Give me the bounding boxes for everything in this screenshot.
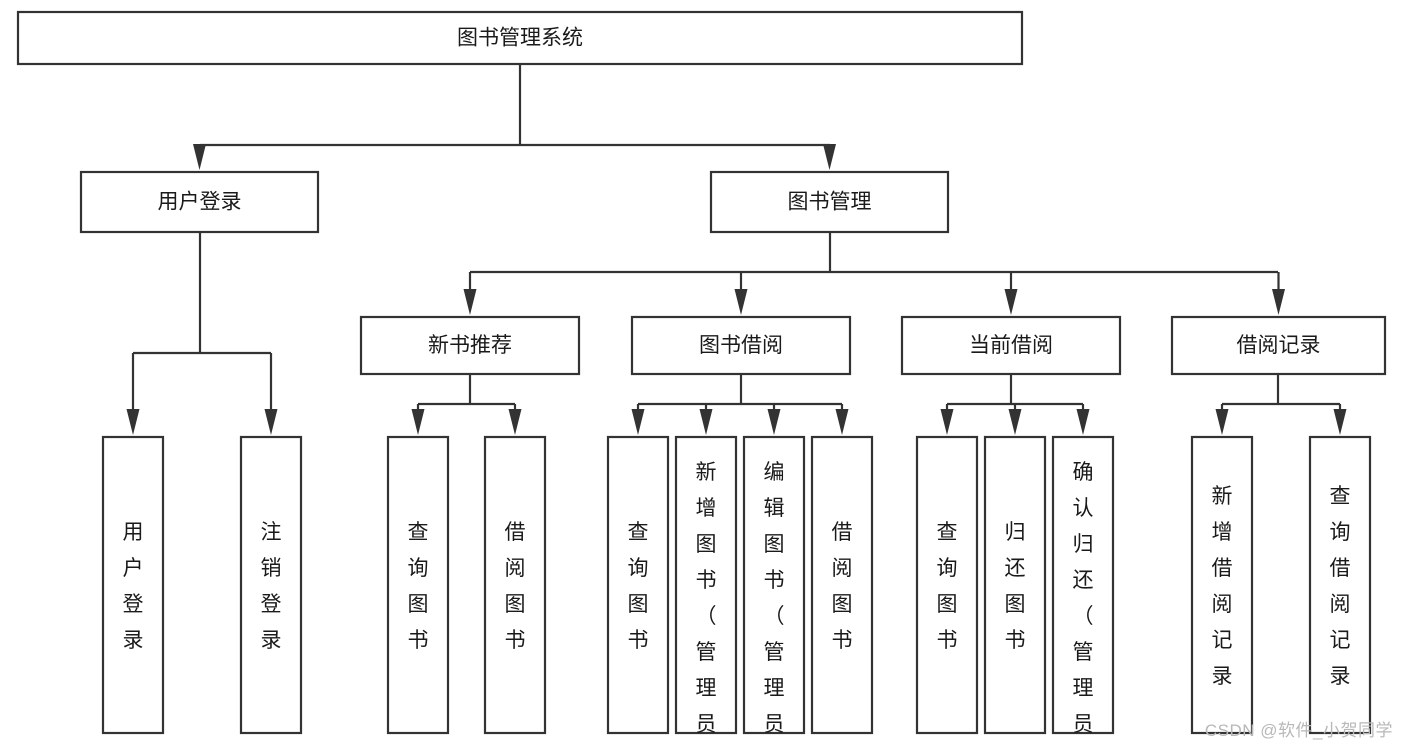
node-leaf-query-book-1[interactable]: 查询图书 xyxy=(386,435,450,735)
arrow-head xyxy=(1333,409,1347,435)
node-label: 借阅图书 xyxy=(505,521,526,652)
node-label: 注销登录 xyxy=(261,521,282,652)
node-box[interactable] xyxy=(1051,435,1115,735)
node-box[interactable] xyxy=(900,315,1122,376)
node-box[interactable] xyxy=(915,435,979,735)
node-label: 图书管理 xyxy=(788,191,872,214)
node-bookmgmt[interactable]: 图书管理 xyxy=(709,170,950,234)
node-newbook[interactable]: 新书推荐 xyxy=(359,315,581,376)
node-leaf-add-record[interactable]: 新增借阅记录 xyxy=(1190,435,1254,735)
node-box[interactable] xyxy=(1170,315,1387,376)
arrow-head xyxy=(835,409,849,435)
node-box[interactable] xyxy=(79,170,320,234)
arrow-head xyxy=(1004,289,1018,315)
node-box[interactable] xyxy=(16,10,1024,66)
node-box[interactable] xyxy=(1308,435,1372,735)
node-leaf-return-book[interactable]: 归还图书 xyxy=(983,435,1047,735)
arrow-head xyxy=(1215,409,1229,435)
arrow-head xyxy=(193,144,206,170)
node-leaf-query-book-3[interactable]: 查询图书 xyxy=(915,435,979,735)
node-label: 用户登录 xyxy=(158,191,242,214)
node-box[interactable] xyxy=(630,315,852,376)
arrow-head xyxy=(767,409,781,435)
node-box[interactable] xyxy=(101,435,165,735)
node-label: 新增借阅记录 xyxy=(1212,485,1233,688)
node-label: 查询图书 xyxy=(408,521,429,652)
node-root[interactable]: 图书管理系统 xyxy=(16,10,1024,66)
node-leaf-add-book[interactable]: 新增图书（管理员） xyxy=(674,435,738,747)
arrow-head xyxy=(1076,409,1090,435)
node-label: 查询图书 xyxy=(628,521,649,652)
node-leaf-borrow-book-1[interactable]: 借阅图书 xyxy=(483,435,547,735)
node-label: 用户登录 xyxy=(123,521,144,652)
node-label: 归还图书 xyxy=(1005,521,1026,652)
node-leaf-user-logout[interactable]: 注销登录 xyxy=(239,435,303,735)
arrow-head xyxy=(411,409,425,435)
node-box[interactable] xyxy=(709,170,950,234)
node-label: 查询借阅记录 xyxy=(1330,485,1351,688)
arrow-head xyxy=(823,144,836,170)
node-box[interactable] xyxy=(742,435,806,735)
node-box[interactable] xyxy=(1190,435,1254,735)
node-label: 查询图书 xyxy=(937,521,958,652)
node-label: 借阅图书 xyxy=(832,521,853,652)
node-label: 新书推荐 xyxy=(428,334,512,357)
node-current[interactable]: 当前借阅 xyxy=(900,315,1122,376)
node-box[interactable] xyxy=(674,435,738,735)
node-borrow[interactable]: 图书借阅 xyxy=(630,315,852,376)
node-leaf-user-login[interactable]: 用户登录 xyxy=(101,435,165,735)
node-box[interactable] xyxy=(983,435,1047,735)
edges-layer xyxy=(126,64,1347,435)
node-record[interactable]: 借阅记录 xyxy=(1170,315,1387,376)
node-label: 图书管理系统 xyxy=(457,27,583,50)
node-box[interactable] xyxy=(483,435,547,735)
node-box[interactable] xyxy=(359,315,581,376)
arrow-head xyxy=(463,289,477,315)
node-leaf-query-record[interactable]: 查询借阅记录 xyxy=(1308,435,1372,735)
node-label: 编辑图书（管理员） xyxy=(764,461,785,747)
node-label: 确认归还（管理员） xyxy=(1073,461,1094,747)
node-label: 图书借阅 xyxy=(699,334,783,357)
arrow-head xyxy=(631,409,645,435)
csdn-watermark: CSDN @软件_小贺同学 xyxy=(1204,721,1393,740)
nodes-layer: 图书管理系统用户登录图书管理新书推荐图书借阅当前借阅借阅记录用户登录注销登录查询… xyxy=(16,10,1387,747)
arrow-head xyxy=(1272,289,1285,315)
node-box[interactable] xyxy=(810,435,874,735)
node-label: 借阅记录 xyxy=(1237,334,1321,357)
node-box[interactable] xyxy=(239,435,303,735)
arrow-head xyxy=(699,409,713,435)
node-label: 新增图书（管理员） xyxy=(696,461,717,747)
node-label: 当前借阅 xyxy=(969,334,1053,357)
arrow-head xyxy=(126,409,140,435)
node-leaf-confirm-return[interactable]: 确认归还（管理员） xyxy=(1051,435,1115,747)
arrow-head xyxy=(264,409,278,435)
arrow-head xyxy=(1008,409,1022,435)
node-leaf-query-book-2[interactable]: 查询图书 xyxy=(606,435,670,735)
node-box[interactable] xyxy=(606,435,670,735)
arrow-head xyxy=(734,289,748,315)
node-box[interactable] xyxy=(386,435,450,735)
arrow-head xyxy=(508,409,522,435)
node-login[interactable]: 用户登录 xyxy=(79,170,320,234)
arrow-head xyxy=(940,409,954,435)
node-leaf-edit-book[interactable]: 编辑图书（管理员） xyxy=(742,435,806,747)
node-leaf-borrow-book-2[interactable]: 借阅图书 xyxy=(810,435,874,735)
